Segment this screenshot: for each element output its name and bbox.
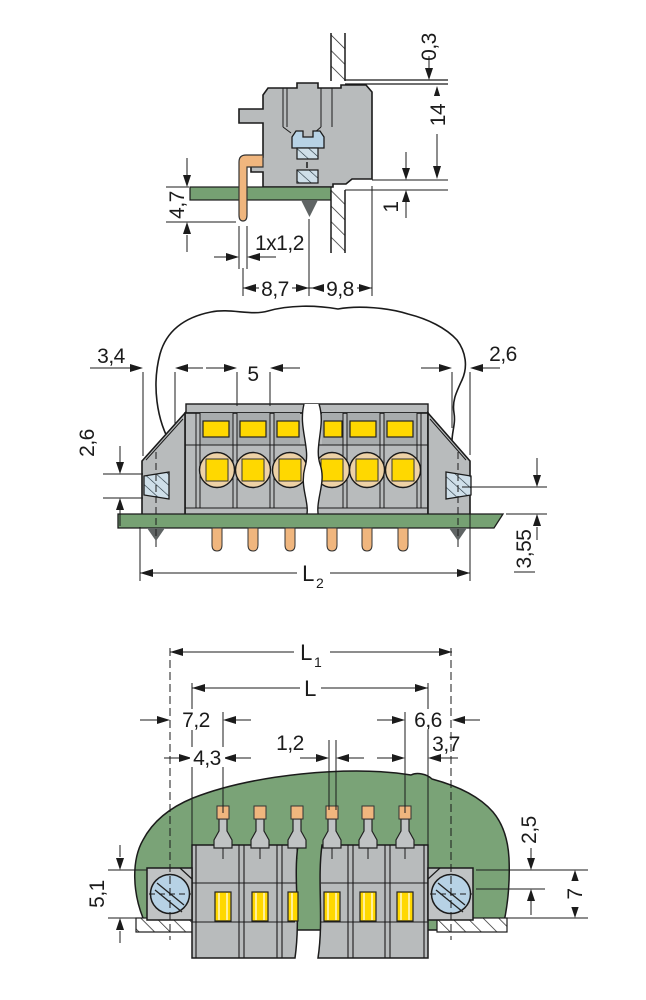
solder-pins-front (211, 527, 409, 552)
dim-label-screw-to-first-pin: 7,2 (182, 709, 210, 732)
dim-label-depth-behind: 9,8 (326, 278, 354, 301)
dim-label-left-end-offset: 3,4 (97, 345, 126, 368)
actuation-levers (202, 420, 414, 438)
pcb-side (189, 186, 332, 201)
dim-label-pole-pitch: 5 (247, 363, 258, 386)
dim-label-cutout-height: 7 (564, 888, 587, 899)
dim-label-outer-length-L1-sub: 1 (314, 654, 322, 670)
clamp-slots (214, 891, 414, 922)
solder-pin-side (238, 154, 264, 222)
front-view (117, 305, 505, 552)
dim-label-flange-top-offset: 2,5 (518, 816, 541, 844)
wire-entries (198, 451, 422, 489)
dim-label-pin-width: 1,2 (276, 732, 304, 755)
dim-label-height-above-panel: 14 (427, 103, 450, 126)
dim-label-sheet-thickness: 0,3 (418, 33, 441, 61)
dim-label-pin-cross-section: 1x1,2 (255, 232, 304, 255)
dim-label-clearance: 1 (380, 201, 403, 212)
break-band-front (302, 404, 323, 520)
solder-cone-side (301, 200, 318, 217)
clamp-section-upper (296, 147, 319, 160)
dim-label-last-pin-to-screw: 6,6 (414, 709, 442, 732)
front-view-dimensions (90, 364, 547, 581)
housing-body (238, 82, 373, 188)
dim-label-depth-front: 8,7 (261, 278, 289, 301)
body-lines (192, 845, 428, 958)
screw-head (291, 130, 325, 149)
dim-label-last-pin-to-edge: 3,7 (432, 733, 460, 756)
clamp-section-lower (296, 169, 319, 184)
side-section-dimensions (166, 56, 448, 296)
dim-label-flange-hole-height: 2,6 (76, 429, 99, 457)
dim-label-body-length-L: L (304, 676, 316, 701)
pcb-front (117, 513, 505, 529)
dim-label-right-end-offset: 2,6 (489, 343, 517, 366)
dim-label-flange-height: 5,1 (86, 880, 109, 908)
dim-label-length-L2: L (302, 561, 314, 586)
panel-wall-upper (331, 33, 345, 81)
pin-side-view (134, 648, 510, 959)
dim-label-outer-length-L1: L (300, 640, 312, 665)
dim-label-below-board: 3,55 (513, 530, 536, 569)
dim-label-length-L2-sub: 2 (316, 575, 324, 591)
side-section-view (189, 33, 448, 253)
dim-label-edge-to-first-pin: 4,3 (193, 747, 221, 770)
panel-wall-lower (331, 190, 345, 253)
dim-label-pin-length: 4,7 (166, 191, 189, 219)
